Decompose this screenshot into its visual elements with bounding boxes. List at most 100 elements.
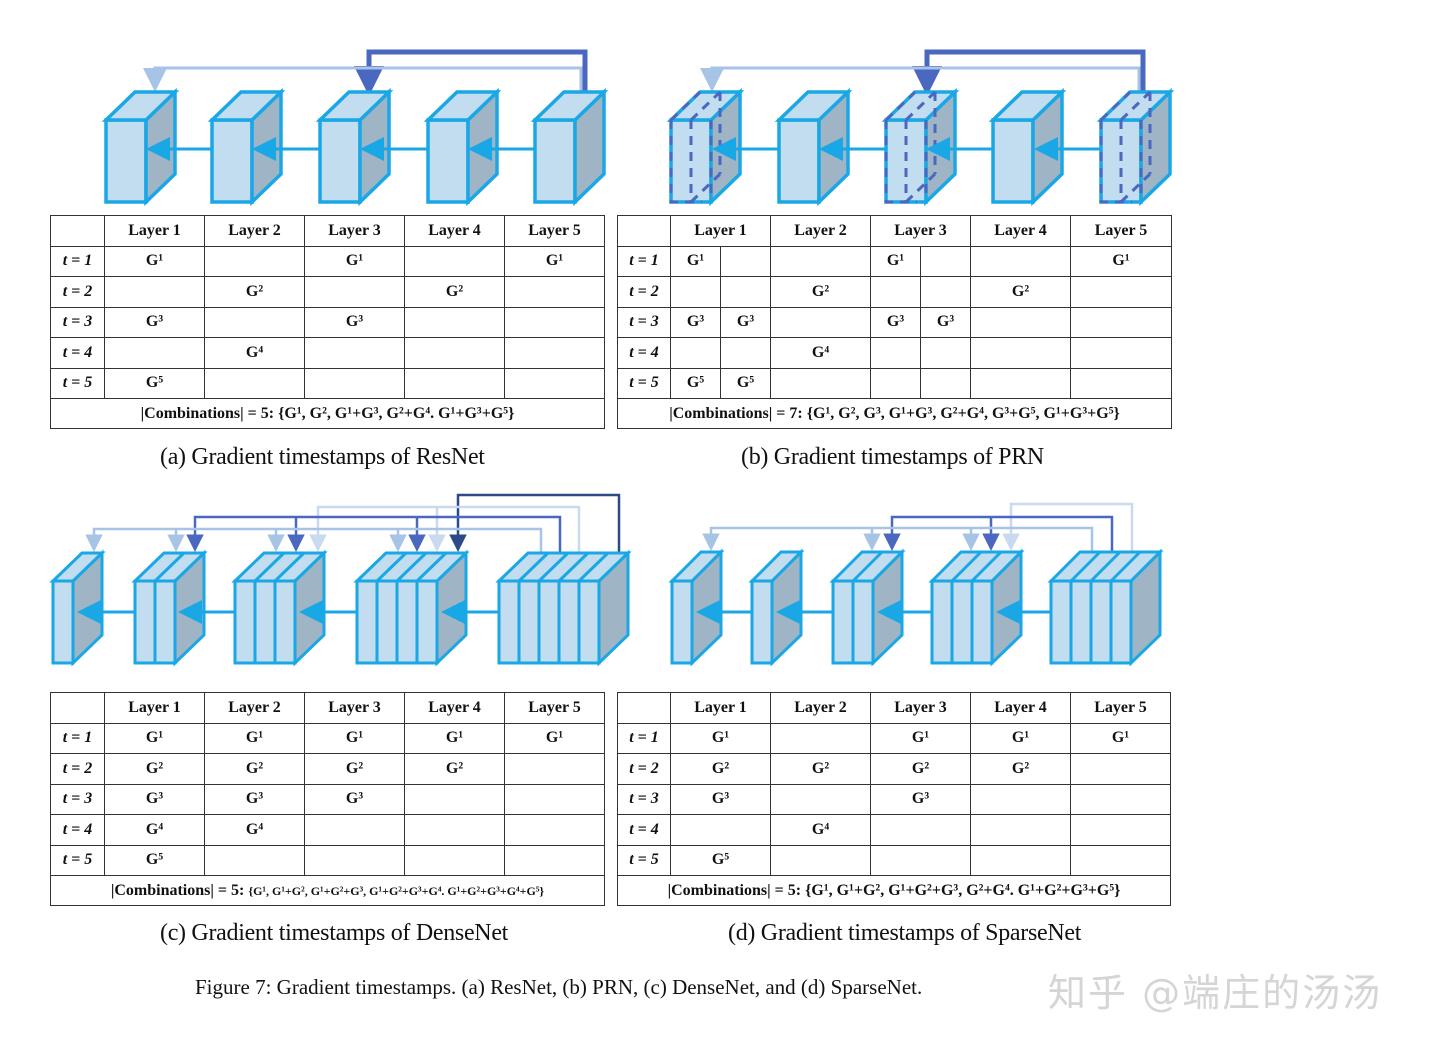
row-label: t = 5	[50, 367, 105, 399]
table-cell: G¹	[970, 722, 1071, 754]
table-cell	[304, 337, 405, 369]
table-cell	[720, 245, 771, 277]
header-cell	[617, 692, 671, 724]
table-cell: G¹	[104, 245, 205, 277]
table-cell: G³	[870, 783, 971, 815]
table-row: t = 4 G⁴	[617, 814, 1171, 846]
table-cell	[1070, 276, 1172, 308]
block-5	[530, 87, 609, 207]
table-cell: G³	[920, 306, 971, 338]
table-cell	[404, 844, 505, 876]
table-cell	[504, 753, 605, 785]
prn-timestamp-table: Layer 1 Layer 2 Layer 3 Layer 4 Layer 5 …	[617, 215, 1172, 429]
row-label: t = 3	[617, 306, 671, 338]
row-label: t = 2	[50, 753, 105, 785]
block-2	[207, 87, 286, 207]
header-cell: Layer 4	[404, 215, 505, 247]
table-cell	[970, 844, 1071, 876]
table-cell: G¹	[504, 722, 605, 754]
table-cell: G¹	[304, 245, 405, 277]
prn-diagram	[666, 49, 1175, 207]
table-cell	[1070, 337, 1172, 369]
table-header-row: Layer 1 Layer 2 Layer 3 Layer 4 Layer 5	[50, 215, 605, 247]
header-cell: Layer 3	[304, 215, 405, 247]
header-cell	[617, 215, 671, 247]
combinations-count: |Combinations| = 5:	[110, 881, 249, 899]
table-cell: G³	[204, 783, 305, 815]
combinations-row: |Combinations| = 7: {G¹, G², G³, G¹+G³, …	[617, 398, 1172, 429]
table-cell	[1070, 783, 1171, 815]
table-cell	[304, 276, 405, 308]
row-label: t = 1	[50, 245, 105, 277]
table-cell	[970, 245, 1071, 277]
caption-a: (a) Gradient timestamps of ResNet	[160, 444, 485, 470]
row-label: t = 4	[617, 814, 671, 846]
watermark: 知乎 @端庄的汤汤	[1048, 971, 1383, 1015]
table-cell: G²	[970, 276, 1071, 308]
table-cell	[404, 245, 505, 277]
header-cell: Layer 3	[304, 692, 405, 724]
table-cell	[920, 276, 971, 308]
table-cell	[204, 367, 305, 399]
table-cell	[720, 337, 771, 369]
table-cell	[870, 337, 921, 369]
row-label: t = 2	[617, 276, 671, 308]
table-cell	[970, 306, 1071, 338]
table-cell	[304, 367, 405, 399]
table-cell	[720, 276, 771, 308]
table-cell	[920, 337, 971, 369]
combinations-row: |Combinations| = 5: {G¹, G², G¹+G³, G²+G…	[50, 398, 605, 429]
row-label: t = 4	[617, 337, 671, 369]
table-cell: G²	[770, 276, 871, 308]
table-cell: G³	[104, 783, 205, 815]
table-cell	[770, 722, 871, 754]
table-cell	[770, 245, 871, 277]
table-cell: G³	[870, 306, 921, 338]
table-cell	[504, 783, 605, 815]
combinations-text: |Combinations| = 5: {G¹, G¹+G², G¹+G²+G³…	[617, 875, 1171, 906]
block-3	[315, 87, 394, 207]
table-cell	[1070, 753, 1171, 785]
header-cell	[50, 215, 105, 247]
densenet-diagram	[49, 493, 632, 667]
table-cell	[304, 814, 405, 846]
header-cell: Layer 4	[970, 215, 1071, 247]
table-cell	[770, 306, 871, 338]
row-label: t = 5	[617, 367, 671, 399]
row-label: t = 5	[617, 844, 671, 876]
table-cell: G³	[670, 783, 771, 815]
row-label: t = 1	[50, 722, 105, 754]
table-cell: G²	[670, 753, 771, 785]
table-cell	[770, 844, 871, 876]
caption-b: (b) Gradient timestamps of PRN	[741, 444, 1044, 470]
densenet-timestamp-table: Layer 1 Layer 2 Layer 3 Layer 4 Layer 5 …	[50, 692, 605, 906]
table-cell	[404, 306, 505, 338]
table-cell: G³	[304, 306, 405, 338]
table-cell: G⁴	[770, 814, 871, 846]
table-header-row: Layer 1 Layer 2 Layer 3 Layer 4 Layer 5	[617, 215, 1172, 247]
table-cell: G⁴	[204, 814, 305, 846]
header-cell: Layer 2	[204, 215, 305, 247]
table-cell	[104, 337, 205, 369]
header-cell: Layer 2	[770, 692, 871, 724]
row-label: t = 4	[50, 337, 105, 369]
table-cell	[404, 814, 505, 846]
combinations-set: {G¹, G¹+G², G¹+G²+G³, G¹+G²+G³+G⁴. G¹+G²…	[248, 883, 545, 898]
combinations-text: |Combinations| = 5: {G¹, G¹+G², G¹+G²+G³…	[50, 875, 605, 906]
table-cell	[404, 337, 505, 369]
table-cell: G²	[304, 753, 405, 785]
table-cell: G²	[404, 753, 505, 785]
table-cell	[504, 844, 605, 876]
row-label: t = 4	[50, 814, 105, 846]
table-cell	[970, 367, 1071, 399]
row-label: t = 3	[50, 783, 105, 815]
table-row: t = 2 G² G²	[617, 276, 1172, 308]
table-cell: G⁵	[670, 844, 771, 876]
